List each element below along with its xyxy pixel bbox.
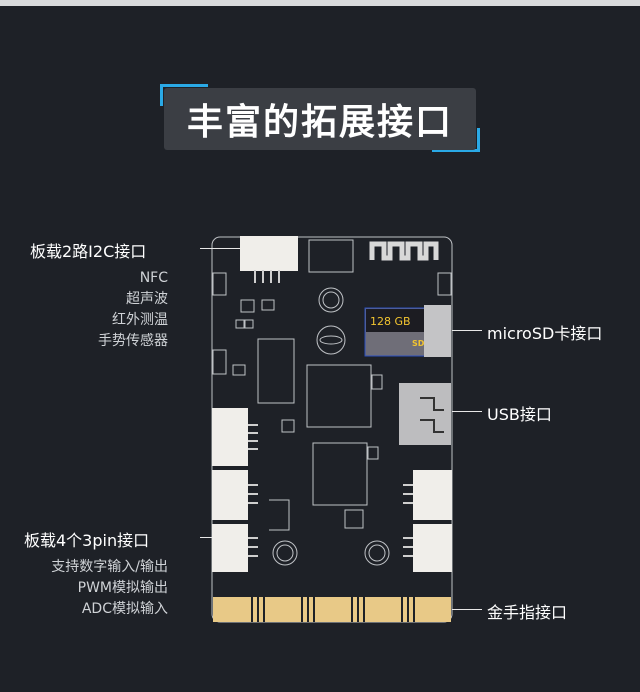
use-item: ADC模拟输入 — [81, 601, 168, 617]
callout-line — [200, 537, 212, 538]
gold-finger-label: 金手指接口 — [487, 603, 568, 622]
chip — [312, 442, 368, 506]
use-item: 超声波 — [126, 291, 168, 307]
chip — [344, 509, 364, 529]
i2c-uses: NFC 超声波 红外测温 手势传感器 — [98, 268, 168, 352]
callout-line — [452, 609, 482, 610]
title-corner-accent — [432, 128, 480, 152]
sd-logo: SD — [412, 339, 425, 348]
callout-line — [452, 411, 482, 412]
usb-label: USB接口 — [487, 405, 552, 424]
use-item: PWM模拟输出 — [77, 580, 168, 596]
logo-ring — [316, 325, 346, 355]
mount-hole — [272, 540, 298, 566]
i2c-label: 板载2路I2C接口 — [30, 242, 147, 261]
microsd-card: 128 GB SD — [364, 305, 451, 357]
mount-hole — [318, 287, 344, 313]
callout-line — [452, 330, 482, 331]
main-chip — [306, 364, 372, 428]
title-corner-accent — [160, 84, 208, 106]
use-item: 手势传感器 — [98, 333, 168, 349]
mount-hole — [364, 540, 390, 566]
use-item: 红外测温 — [112, 312, 168, 328]
antenna — [369, 241, 439, 261]
page-title: 丰富的拓展接口 — [164, 88, 476, 150]
use-item: NFC — [139, 270, 168, 286]
pins-uses: 支持数字输入/输出 PWM模拟输出 ADC模拟输入 — [51, 557, 168, 620]
microsd-label: microSD卡接口 — [487, 324, 603, 343]
chip — [257, 338, 295, 404]
pins-label: 板载4个3pin接口 — [24, 531, 150, 550]
sd-capacity: 128 GB — [370, 315, 411, 328]
connectors — [212, 236, 452, 572]
connector — [308, 239, 354, 273]
usb-port — [399, 383, 451, 445]
gold-finger — [213, 597, 451, 622]
callout-line — [200, 248, 240, 249]
top-bar — [0, 0, 640, 6]
use-item: 支持数字输入/输出 — [51, 559, 168, 575]
i2c-connector — [240, 236, 298, 271]
